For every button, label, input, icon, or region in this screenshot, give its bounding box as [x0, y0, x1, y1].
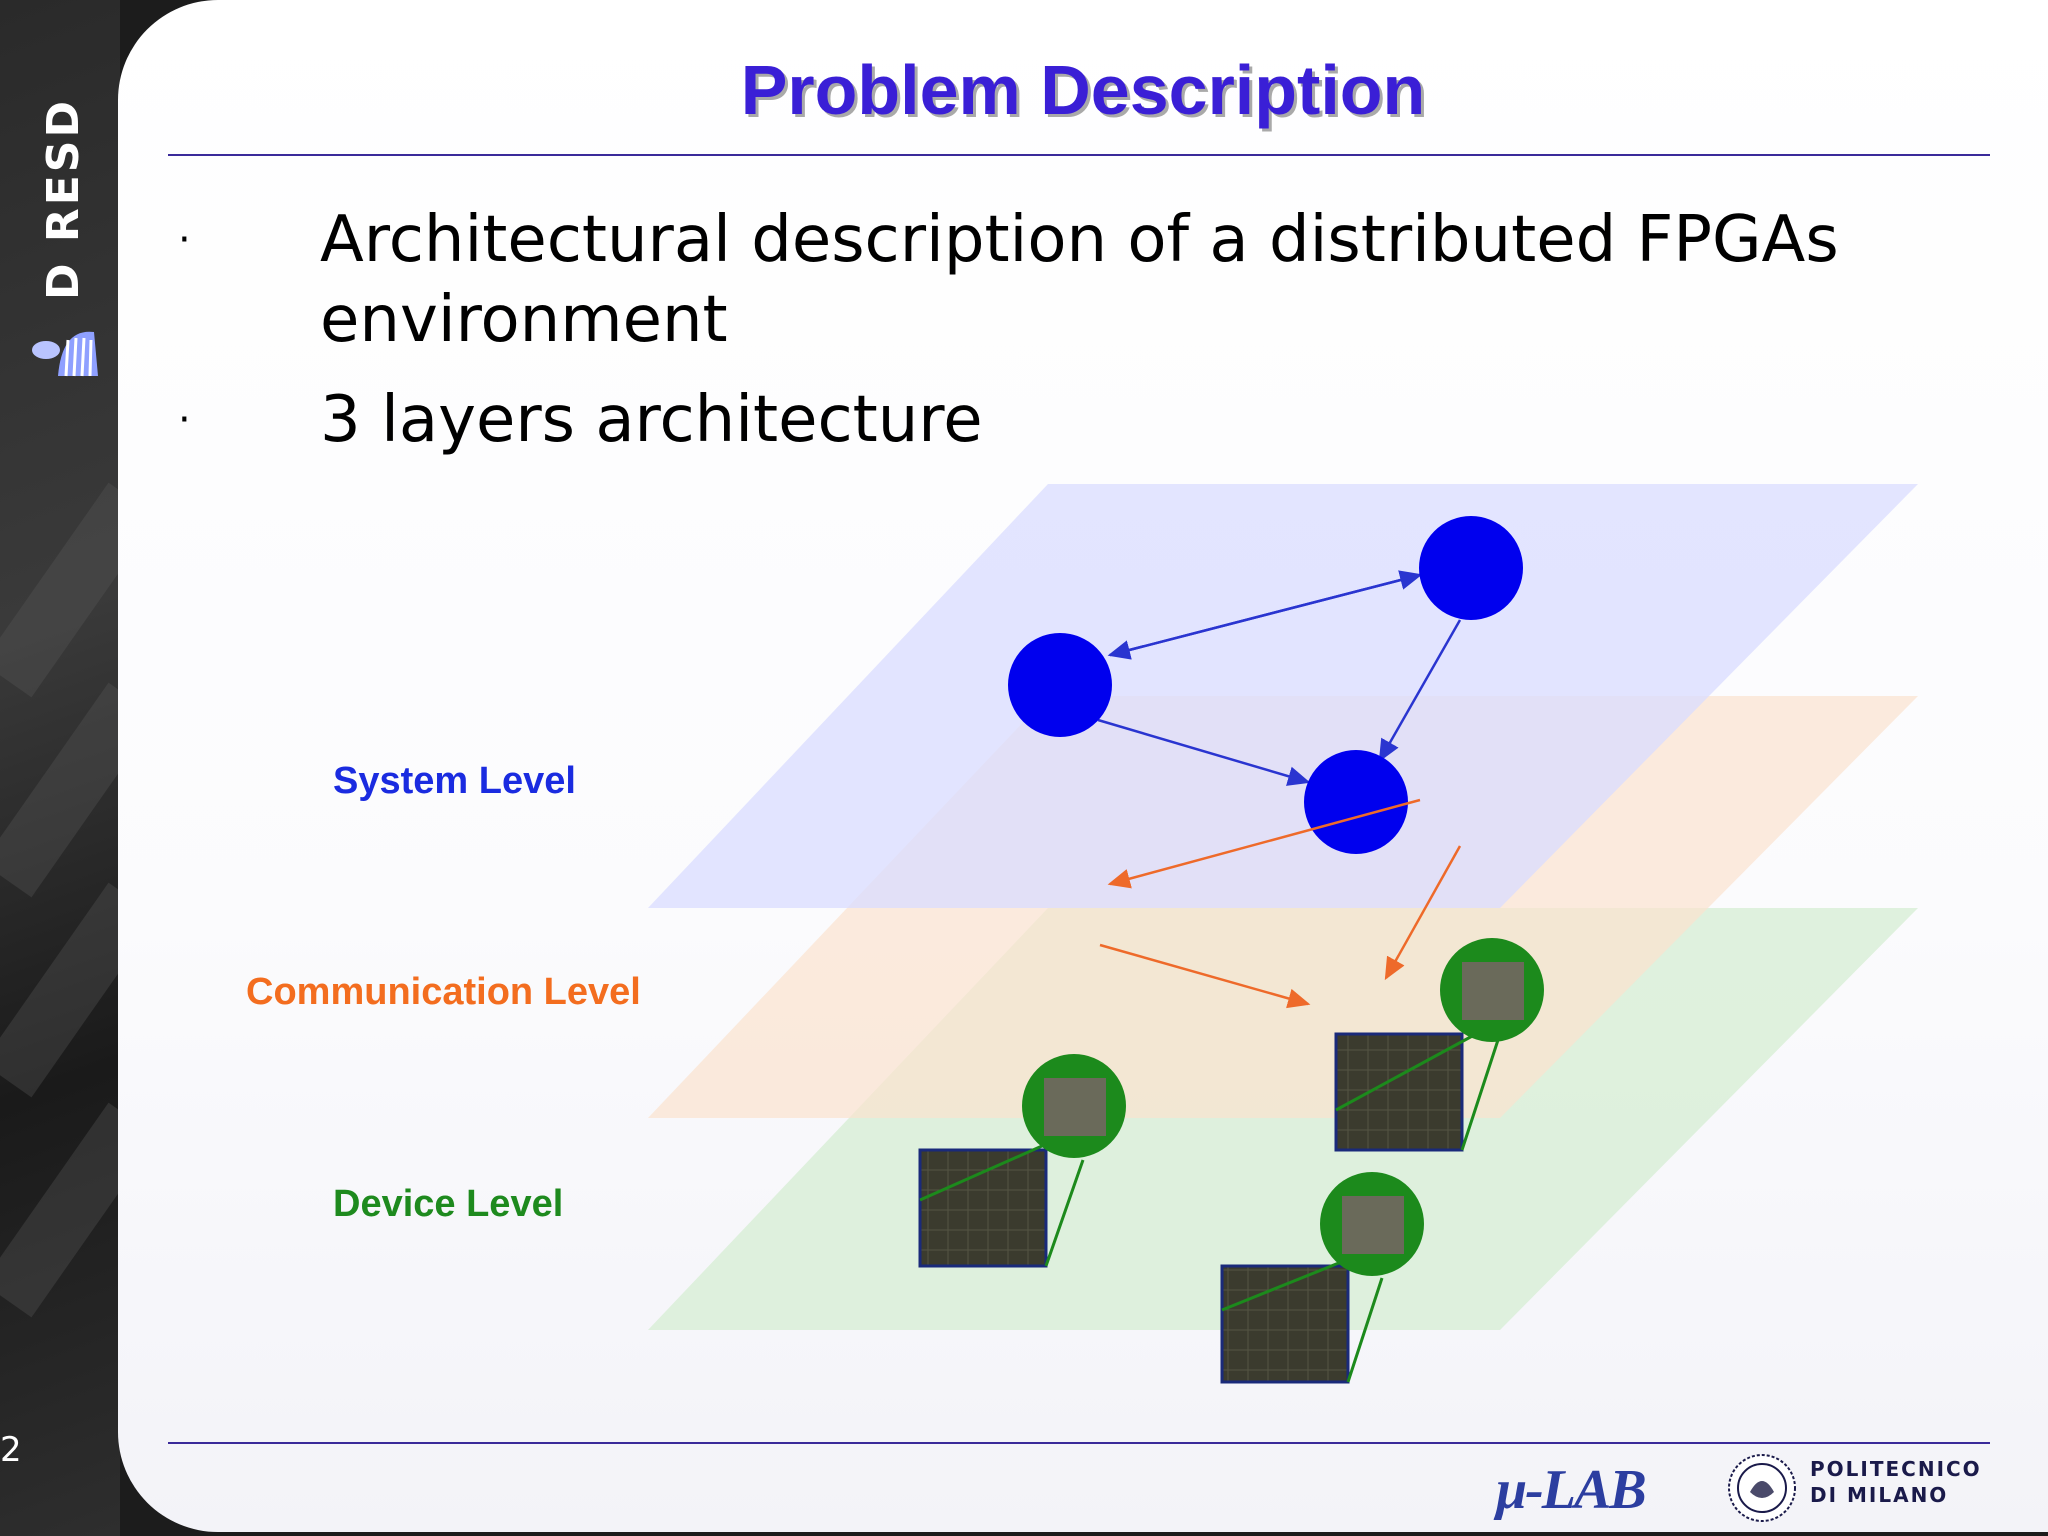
fpga-device: [1220, 1172, 1424, 1384]
slide-number: 2: [0, 1430, 22, 1470]
system-level-label: System Level: [333, 760, 576, 802]
fpga-connector: [1346, 1277, 1384, 1383]
device-level-label: Device Level: [333, 1183, 563, 1225]
fpga-board-image: [1462, 962, 1524, 1020]
footer-divider: [168, 1442, 1990, 1444]
fpga-device: [918, 1054, 1126, 1268]
system-arrow: [1378, 619, 1462, 763]
communication-arrow: [1107, 798, 1421, 889]
fpga-board-image: [1044, 1078, 1106, 1136]
system-arrow: [1097, 718, 1311, 786]
fpga-connector: [1460, 1039, 1500, 1151]
dresd-logo-icon: [32, 331, 98, 377]
mulab-logo: μ-LAB: [1496, 1459, 1647, 1521]
bullet-text: 3 layers architecture: [320, 383, 983, 457]
politecnico-logo-text: POLITECNICO DI MILANO: [1810, 1456, 1982, 1508]
three-layer-diagram: System Level Communication Level Device …: [246, 484, 1918, 1384]
left-sidebar: D RESD 2: [0, 0, 158, 1536]
system-node: [1304, 750, 1408, 854]
fpga-device: [1334, 938, 1544, 1152]
communication-arrow: [1099, 943, 1311, 1009]
slide-area: Problem Description · Architectural desc…: [118, 0, 2048, 1532]
slide-title: Problem Description: [740, 51, 1426, 129]
politecnico-line2: DI MILANO: [1810, 1483, 1949, 1507]
bullet-text: Architectural description of a distribut…: [320, 203, 1839, 357]
fpga-chip-image: [918, 1148, 1048, 1268]
politecnico-line1: POLITECNICO: [1810, 1457, 1982, 1481]
system-node: [1008, 633, 1112, 737]
bullet-glyph: ·: [178, 397, 191, 443]
system-arrow: [1107, 573, 1421, 660]
bullet-glyph: ·: [178, 217, 191, 263]
fpga-connector: [1335, 1032, 1477, 1112]
fpga-board-image: [1342, 1196, 1404, 1254]
communication-level-label: Communication Level: [246, 971, 641, 1013]
title-divider: [168, 154, 1990, 156]
polimi-seal-icon: [1728, 1454, 1796, 1522]
system-level-plane: [648, 484, 1918, 908]
fpga-connector: [1044, 1159, 1085, 1267]
communication-arrow: [1384, 845, 1462, 981]
system-node: [1419, 516, 1523, 620]
brand-text: D RESD: [38, 98, 89, 300]
